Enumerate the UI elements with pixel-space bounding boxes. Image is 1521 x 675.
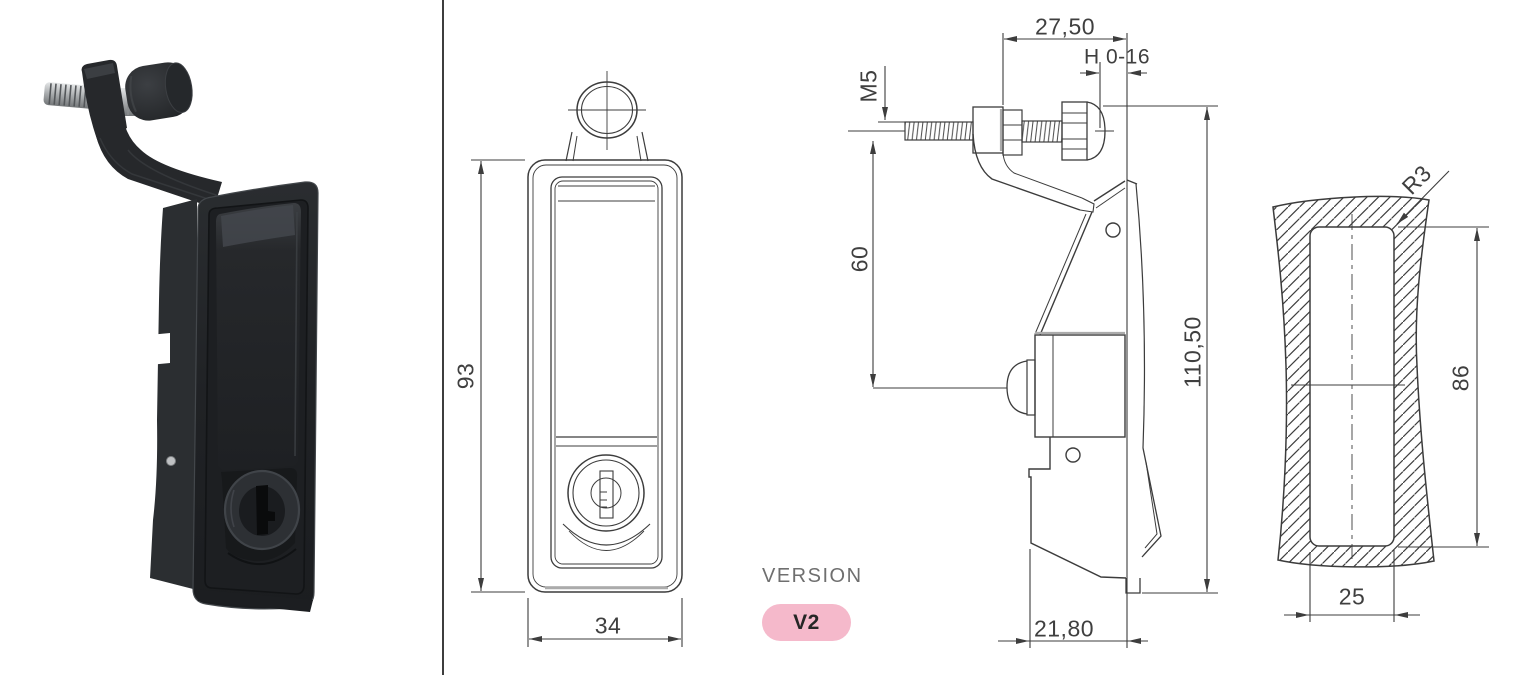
- dim-side-grip-range: H 0-16: [1083, 45, 1151, 69]
- photo-pan-plate: [149, 199, 197, 590]
- version-badge-v2: V2: [762, 604, 851, 641]
- front-view-drawing: [527, 71, 683, 593]
- section-divider: [442, 0, 444, 675]
- dim-cutout-width: 25: [1338, 583, 1366, 610]
- dim-side-thread: M5: [855, 69, 882, 103]
- photo-trigger: [216, 203, 301, 470]
- dim-side-projection: 27,50: [1034, 13, 1096, 40]
- side-view-dimensions: [848, 33, 1218, 648]
- cutout-view-drawing: [1272, 195, 1435, 568]
- photo-key-cylinder: [223, 469, 301, 551]
- photo-knob: [125, 62, 193, 121]
- dim-front-height: 93: [452, 362, 479, 390]
- side-view-drawing: [904, 33, 1162, 648]
- photo-bolt-thread: [43, 82, 95, 109]
- dim-front-width: 34: [594, 612, 622, 639]
- dim-cutout-height: 86: [1447, 364, 1474, 392]
- dim-side-offset: 60: [846, 245, 873, 273]
- version-label: VERSION: [762, 565, 863, 587]
- photo-bracket-post: [81, 59, 127, 142]
- dim-side-height: 110,50: [1179, 316, 1206, 388]
- cutout-view-dimensions: [1284, 170, 1489, 622]
- front-view-dimensions: [471, 159, 683, 647]
- dim-side-depth: 21,80: [1033, 615, 1095, 642]
- product-photo-latch: [43, 59, 319, 612]
- photo-rivet-pin: [166, 456, 176, 466]
